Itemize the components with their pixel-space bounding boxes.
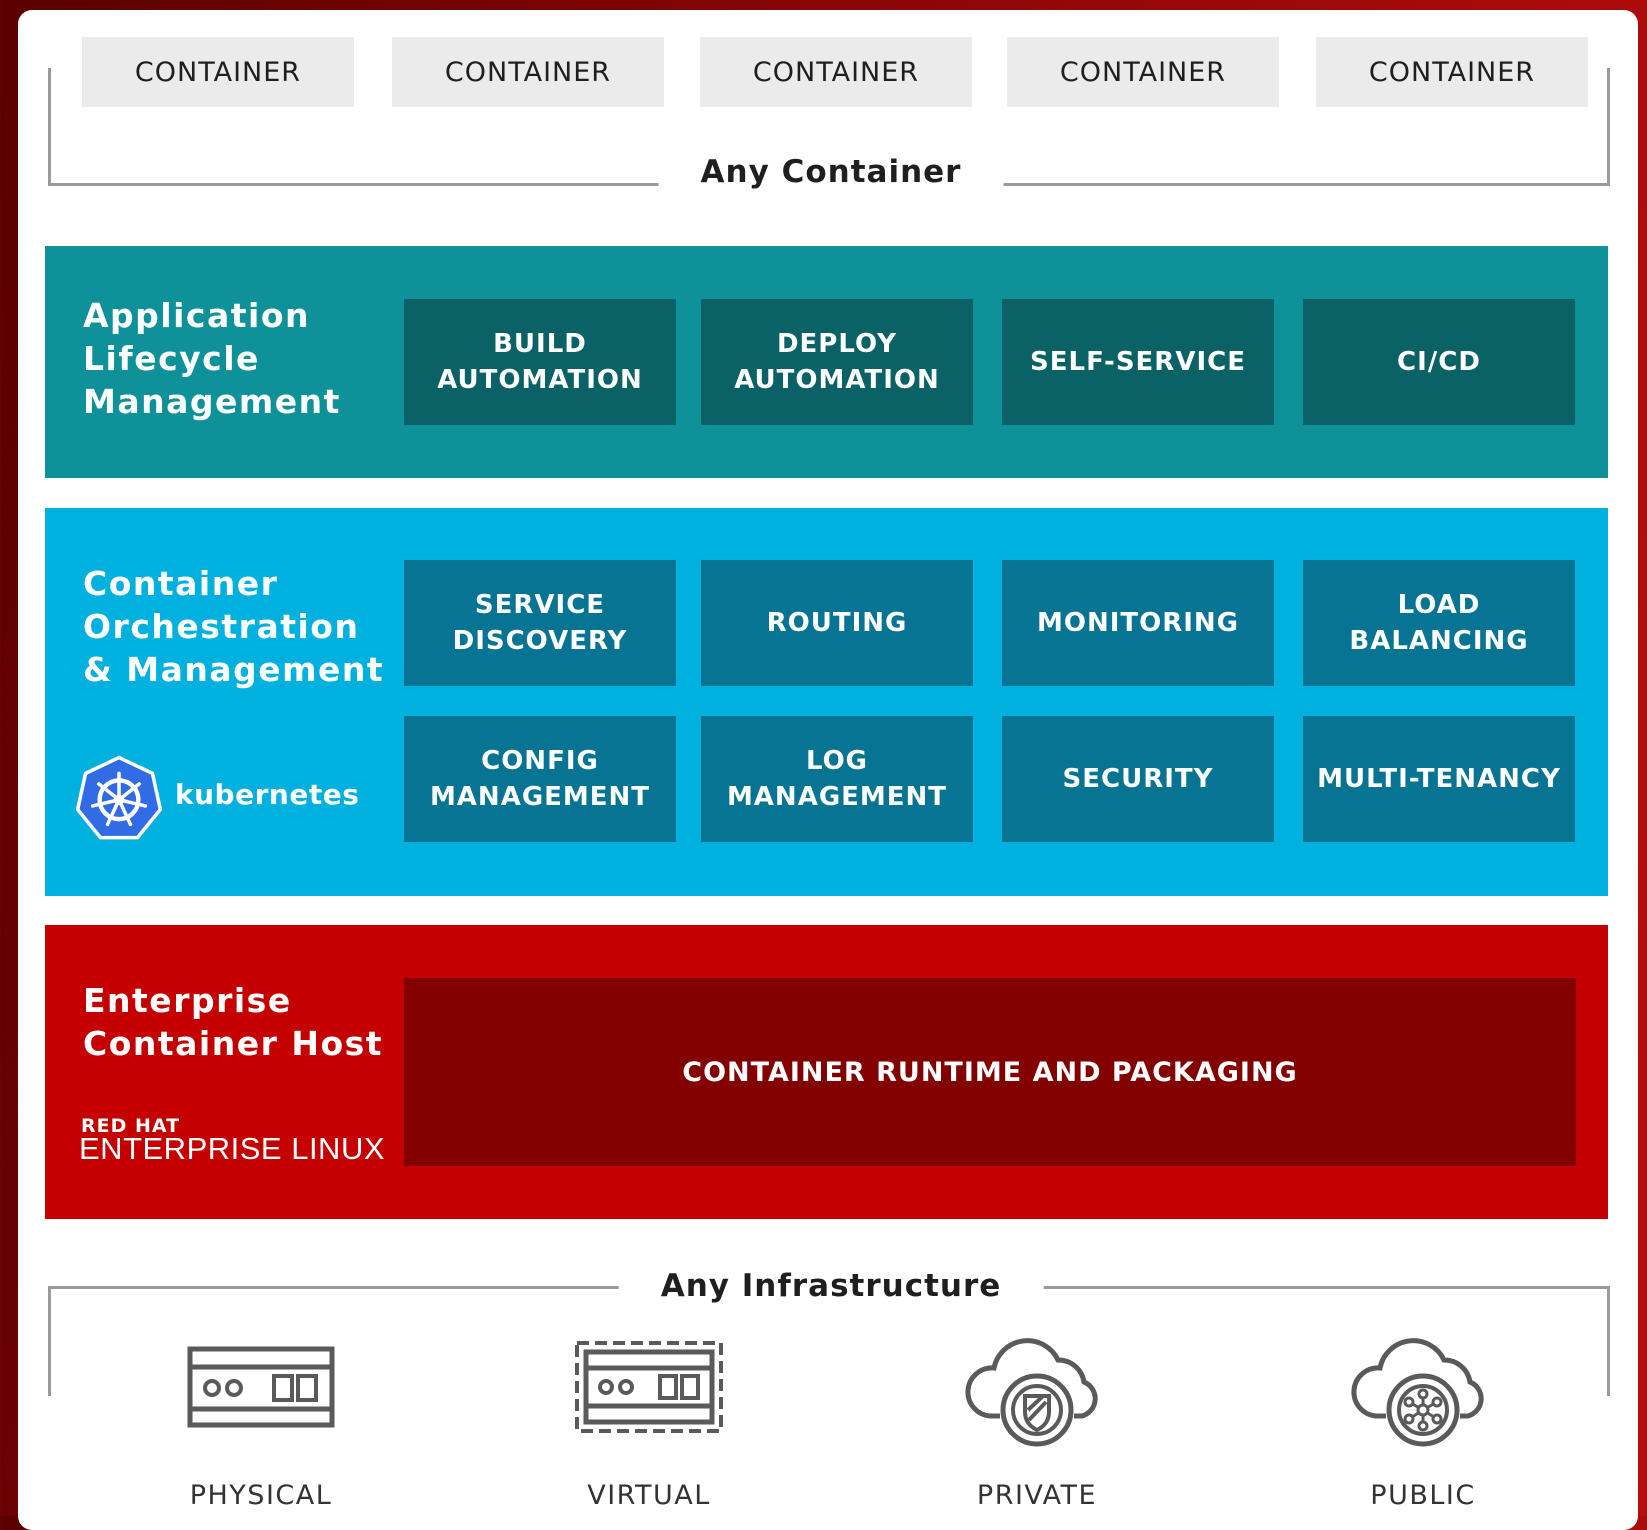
container-box: CONTAINER [82, 37, 354, 107]
physical-server-icon [187, 1346, 335, 1428]
infra-label-private: PRIVATE [976, 1480, 1098, 1511]
container-runtime-tile: CONTAINER RUNTIME AND PACKAGING [404, 978, 1576, 1166]
tile-deploy-automation: DEPLOY AUTOMATION [701, 299, 973, 425]
tile-security: SECURITY [1002, 716, 1274, 842]
tile-monitoring: MONITORING [1002, 560, 1274, 686]
application-lifecycle-title: Application Lifecycle Management [83, 296, 341, 421]
container-box: CONTAINER [392, 37, 664, 107]
tile-log-management: LOG MANAGEMENT [701, 716, 973, 842]
container-host-title: Enterprise Container Host [83, 981, 384, 1063]
tile-service-discovery: SERVICE DISCOVERY [404, 560, 676, 686]
tile-config-management: CONFIG MANAGEMENT [404, 716, 676, 842]
application-lifecycle-band: Application Lifecycle Management BUILD A… [45, 246, 1608, 478]
public-cloud-icon [1351, 1338, 1484, 1447]
tile-self-service: SELF-SERVICE [1002, 299, 1274, 425]
virtual-server-icon [575, 1341, 723, 1433]
tile-build-automation: BUILD AUTOMATION [404, 299, 676, 425]
infra-label-virtual: VIRTUAL [587, 1480, 711, 1511]
private-cloud-icon [965, 1338, 1098, 1447]
kubernetes-logo-text: kubernetes [175, 778, 360, 811]
orchestration-band: Container Orchestration & Management kub… [45, 508, 1608, 896]
enterprise-linux-logo-text: ENTERPRISE LINUX [79, 1131, 386, 1166]
tile-ci-cd: CI/CD [1303, 299, 1575, 425]
container-host-band: Enterprise Container Host RED HAT ENTERP… [45, 925, 1608, 1219]
infra-label-physical: PHYSICAL [189, 1480, 333, 1511]
container-box: CONTAINER [1007, 37, 1279, 107]
red-hat-logo-text: RED HAT [81, 1115, 181, 1137]
orchestration-title: Container Orchestration & Management [83, 564, 385, 689]
infra-label-public: PUBLIC [1370, 1480, 1476, 1511]
tile-load-balancing: LOAD BALANCING [1303, 560, 1575, 686]
tile-multi-tenancy: MULTI-TENANCY [1303, 716, 1575, 842]
container-box: CONTAINER [700, 37, 972, 107]
kubernetes-logo-icon [75, 755, 163, 840]
architecture-diagram: CONTAINER CONTAINER CONTAINER CONTAINER … [18, 10, 1638, 1530]
tile-routing: ROUTING [701, 560, 973, 686]
any-container-label: Any Container [658, 154, 1004, 190]
container-box: CONTAINER [1316, 37, 1588, 107]
any-infrastructure-label: Any Infrastructure [618, 1268, 1044, 1304]
